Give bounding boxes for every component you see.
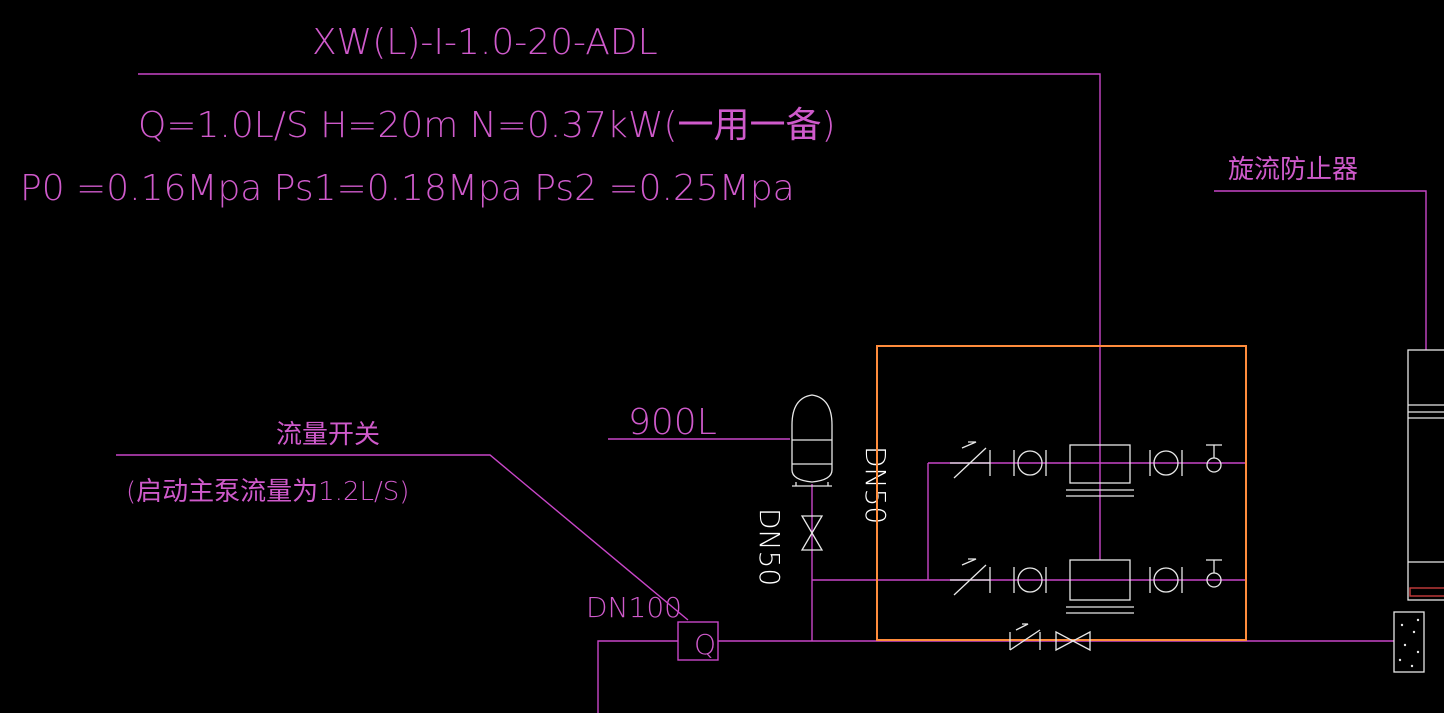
valve-1a <box>1017 450 1043 476</box>
pipe-dn50-label-frame: DN50 <box>859 446 892 524</box>
gauge-1 <box>1206 457 1222 473</box>
pressure-tank <box>791 394 833 551</box>
pump-2 <box>1069 559 1131 601</box>
backflow-preventer-leader <box>1214 190 1427 350</box>
pump-1 <box>1069 444 1131 484</box>
valve-2b <box>1153 567 1179 593</box>
flow-switch-leader <box>116 454 689 621</box>
valve-2a <box>1017 567 1043 593</box>
check-valve-2 <box>953 564 987 596</box>
backflow-preventer-label: 旋流防止器 <box>1228 155 1358 185</box>
pump-set-1 <box>950 441 1222 497</box>
pump-model-label: XW(L)-I-1.0-20-ADL <box>312 22 658 63</box>
flow-switch-note: (启动主泵流量为1.2L/S) <box>126 477 409 507</box>
pump-package-frame <box>876 345 1247 641</box>
check-valve-1 <box>953 447 987 479</box>
outlet-strainer <box>1393 611 1425 673</box>
pressure-params-label: P0 =0.16Mpa Ps1=0.18Mpa Ps2 =0.25Mpa <box>20 168 795 209</box>
pump-model-leader <box>138 73 1101 346</box>
flow-switch: Q <box>677 621 719 661</box>
flow-switch-label: 流量开关 <box>276 420 380 450</box>
bypass-valves <box>1009 623 1091 652</box>
flow-meter-symbol: Q <box>694 628 716 661</box>
pump-set-2 <box>950 558 1222 614</box>
valve-1b <box>1153 450 1179 476</box>
inlet-pipe <box>597 640 678 713</box>
tank-volume-label: 900L <box>628 402 717 443</box>
pump-params-label: Q=1.0L/S H=20m N=0.37kW(一用一备) <box>138 105 836 146</box>
leader-lines <box>116 73 1427 621</box>
pipe-dn100-label: DN100 <box>586 591 682 624</box>
vortex-preventer-tank <box>1393 349 1444 673</box>
tank-gate-valve <box>800 515 824 551</box>
pipe-dn50-label-left: DN50 <box>753 508 786 586</box>
